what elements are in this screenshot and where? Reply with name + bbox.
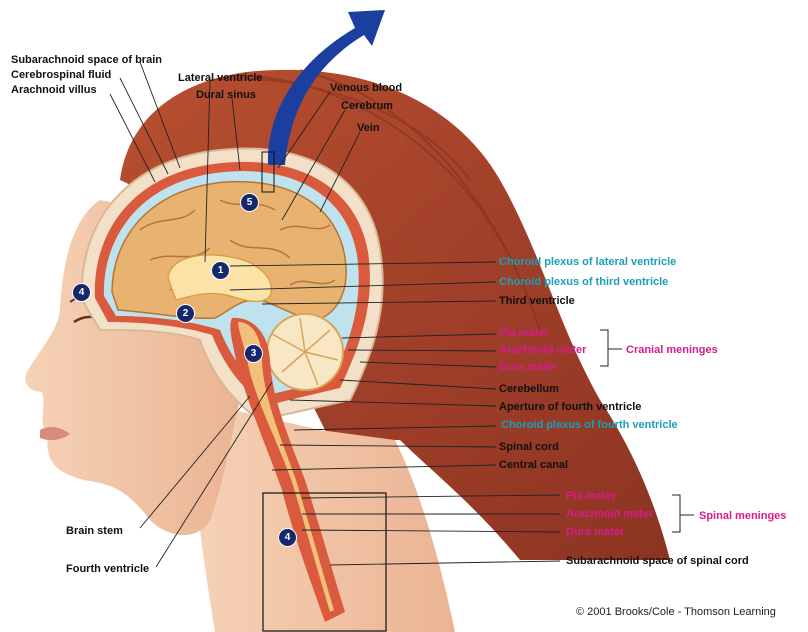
label-arachnoid-villus: Arachnoid villus — [11, 84, 97, 97]
copyright-text: © 2001 Brooks/Cole - Thomson Learning — [576, 606, 776, 618]
label-dura-mater-cranial: Dura mater — [499, 361, 557, 374]
label-aperture-fourth-ventricle: Aperture of fourth ventricle — [499, 401, 641, 414]
label-subarachnoid-space-spinal: Subarachnoid space of spinal cord — [566, 555, 749, 568]
label-choroid-plexus-fourth: Choroid plexus of fourth ventricle — [501, 419, 678, 432]
marker-5: 5 — [240, 193, 259, 212]
label-brain-stem: Brain stem — [66, 525, 123, 538]
marker-1: 1 — [211, 261, 230, 280]
label-dura-mater-spinal: Dura mater — [566, 526, 624, 539]
label-central-canal: Central canal — [499, 459, 568, 472]
label-subarachnoid-space-brain: Subarachnoid space of brain — [11, 54, 162, 67]
label-spinal-meninges: Spinal meninges — [699, 510, 786, 523]
label-pia-mater-cranial: Pia mater — [499, 327, 549, 340]
label-pia-mater-spinal: Pia mater — [566, 490, 616, 503]
label-cerebrum: Cerebrum — [341, 100, 393, 113]
label-cerebellum: Cerebellum — [499, 383, 559, 396]
label-arachnoid-mater-spinal: Arachnoid mater — [566, 508, 653, 521]
label-third-ventricle: Third ventricle — [499, 295, 575, 308]
label-cerebrospinal-fluid: Cerebrospinal fluid — [11, 69, 111, 82]
label-fourth-ventricle: Fourth ventricle — [66, 563, 149, 576]
label-choroid-plexus-lateral: Choroid plexus of lateral ventricle — [499, 256, 676, 269]
label-dural-sinus: Dural sinus — [196, 89, 256, 102]
label-lateral-ventricle: Lateral ventricle — [178, 72, 262, 85]
label-choroid-plexus-third: Choroid plexus of third ventricle — [499, 276, 668, 289]
label-arachnoid-mater-cranial: Arachnoid mater — [499, 344, 586, 357]
marker-4-spinal: 4 — [278, 528, 297, 547]
label-cranial-meninges: Cranial meninges — [626, 344, 718, 357]
marker-2: 2 — [176, 304, 195, 323]
marker-4-brain: 4 — [72, 283, 91, 302]
cranial-bracket — [600, 330, 622, 366]
marker-3: 3 — [244, 344, 263, 363]
label-venous-blood: Venous blood — [330, 82, 402, 95]
spinal-bracket — [672, 495, 694, 532]
label-spinal-cord: Spinal cord — [499, 441, 559, 454]
label-vein: Vein — [357, 122, 380, 135]
